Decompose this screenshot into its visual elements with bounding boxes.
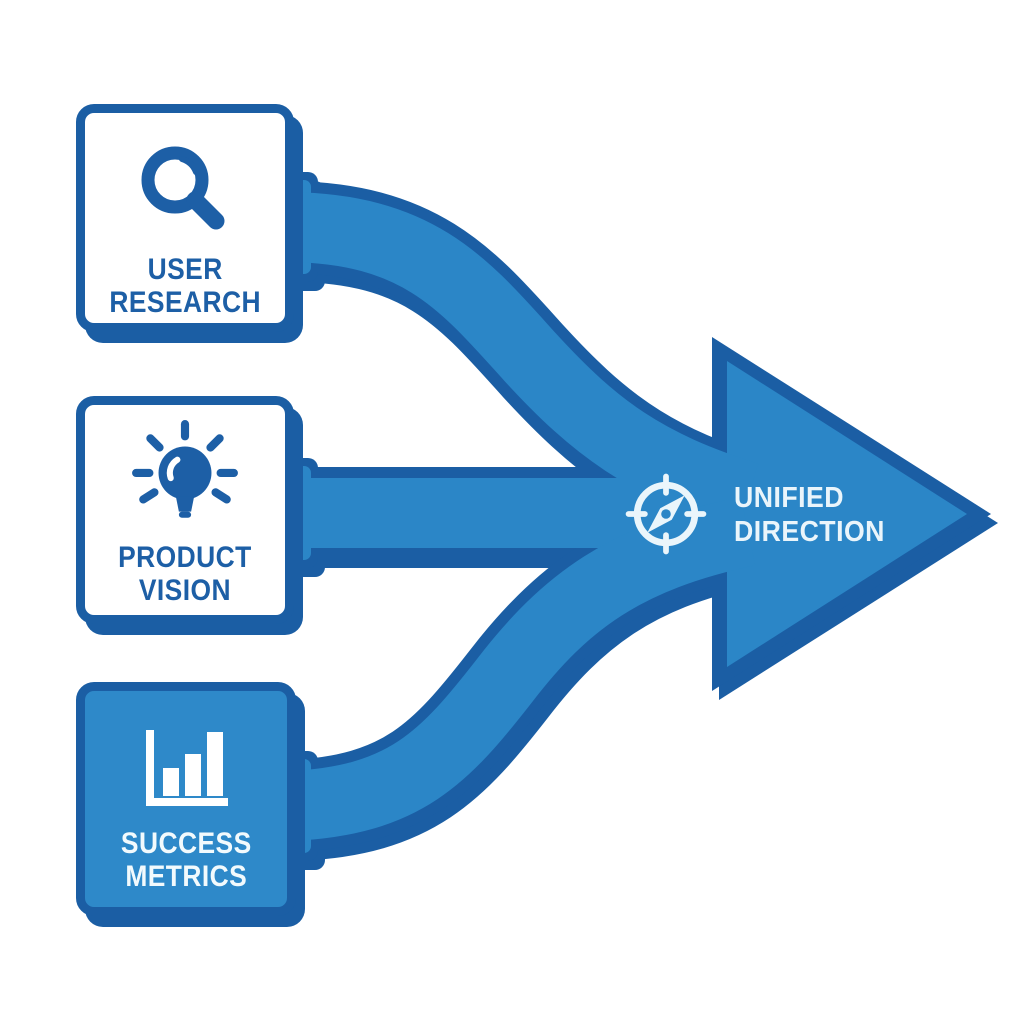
magnifier-icon <box>135 137 235 247</box>
destination-label-group: UNIFIED DIRECTION <box>618 466 898 566</box>
compass-icon <box>618 466 714 567</box>
source-box-label: PRODUCT VISION <box>118 541 252 607</box>
destination-label: UNIFIED DIRECTION <box>734 482 885 548</box>
source-box-user-research: USER RESEARCH <box>76 104 294 332</box>
source-box-success-metrics: SUCCESS METRICS <box>76 682 296 916</box>
ribbon-top-fill <box>288 192 759 531</box>
source-box-product-vision: PRODUCT VISION <box>76 396 294 624</box>
ribbon-bottom-fill <box>288 496 756 841</box>
bar-chart-icon <box>136 717 236 821</box>
source-box-label: USER RESEARCH <box>109 253 261 319</box>
arrowhead-fill <box>727 361 967 667</box>
lightbulb-icon <box>129 413 241 535</box>
source-box-label: SUCCESS METRICS <box>120 827 252 893</box>
